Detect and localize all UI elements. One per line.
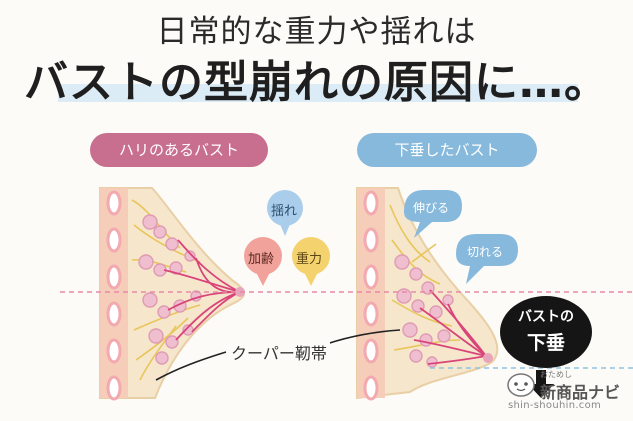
sagging-bust-illustration bbox=[356, 187, 499, 401]
sway-label: 揺れ bbox=[271, 204, 298, 219]
headline-line2: バストの型崩れの原因に…。 bbox=[0, 46, 633, 110]
cooper-ligament-label: クーパー靭帯 bbox=[228, 340, 330, 364]
sway-bubble bbox=[267, 190, 303, 226]
sagging-ribs bbox=[363, 190, 379, 401]
gravity-label: 重力 bbox=[296, 252, 323, 267]
firm-chest-wall bbox=[100, 188, 128, 398]
firm-bust-illustration bbox=[99, 187, 245, 401]
headline-line2-tail: に…。 bbox=[474, 57, 609, 108]
stretch-label: 伸びる bbox=[413, 201, 450, 215]
firm-ribs bbox=[106, 190, 122, 401]
headline-line1: 日常的な重力や揺れは bbox=[156, 14, 477, 50]
gravity-bubble bbox=[292, 237, 330, 275]
watermark-name: 新商品ナビ bbox=[540, 383, 621, 402]
sag-down-arrow bbox=[528, 370, 554, 398]
sagging-fat-lobules bbox=[394, 254, 454, 368]
aging-label: 加齢 bbox=[248, 252, 275, 267]
firm-bust-pill: ハリのあるバスト bbox=[90, 133, 268, 167]
force-bubbles bbox=[244, 190, 330, 286]
badge-line2: 下垂 bbox=[526, 332, 565, 354]
sagging-milk-ducts bbox=[413, 289, 487, 365]
tear-callout bbox=[456, 234, 518, 284]
sagging-nipple bbox=[483, 353, 493, 363]
tear-label: 切れる bbox=[467, 245, 504, 259]
sagging-chest-wall bbox=[357, 188, 385, 398]
mascot-face-icon bbox=[507, 373, 535, 397]
watermark-kana: おためし bbox=[540, 370, 572, 379]
badge-line1: バストの bbox=[518, 309, 574, 325]
headline-highlight-bar bbox=[58, 84, 578, 102]
watermark-url: shin-shouhin.com bbox=[508, 400, 602, 411]
headline-line2-main: バストの型崩れの原因 bbox=[24, 57, 474, 108]
stretch-callout bbox=[404, 190, 462, 238]
aging-bubble bbox=[244, 237, 282, 275]
sagging-badge: バストの 下垂 bbox=[500, 296, 592, 368]
sagging-bust-pill: 下垂したバスト bbox=[357, 133, 537, 167]
